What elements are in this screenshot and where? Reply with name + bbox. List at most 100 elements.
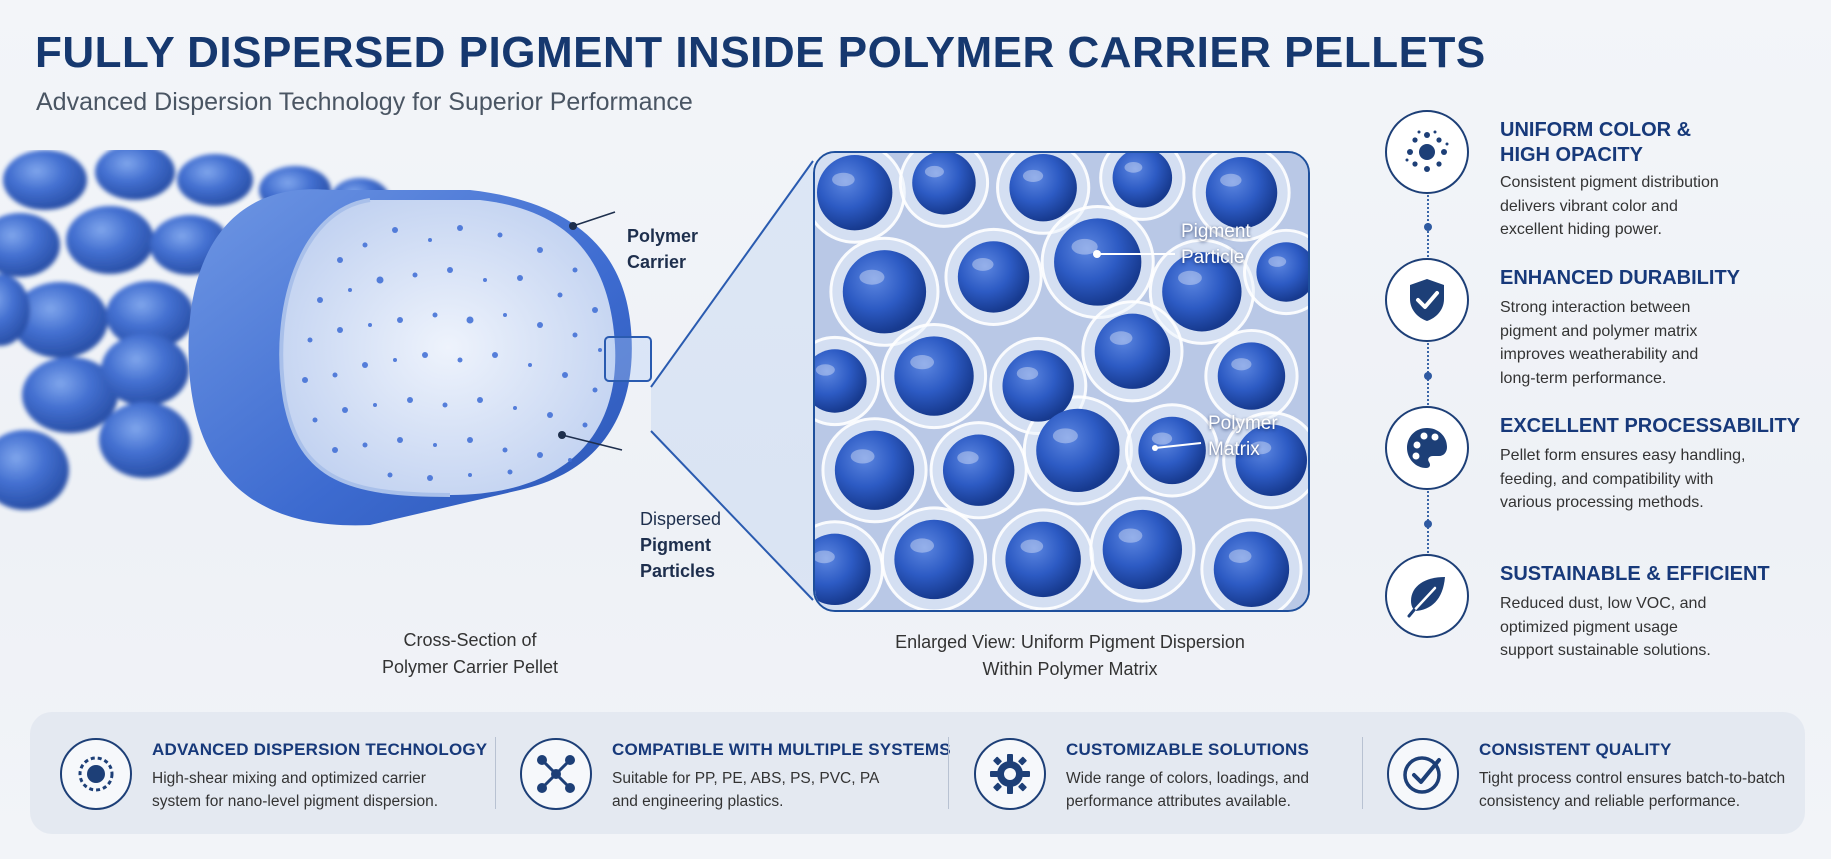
particle-highlight <box>1151 432 1173 445</box>
pigment-particle <box>1235 424 1308 496</box>
particle-highlight <box>1109 331 1133 345</box>
enlarged-texture <box>815 153 1308 610</box>
pigment-particle <box>957 241 1030 313</box>
check-circle-icon <box>1387 738 1459 810</box>
pigment-particle <box>894 519 974 600</box>
pigment-particle <box>834 430 915 510</box>
pigment-particle <box>894 336 974 416</box>
enlarged-view-panel: Pigment Particle Polymer Matrix <box>813 151 1310 612</box>
pigment-particle <box>1005 521 1081 598</box>
shield-check-icon <box>1385 258 1469 342</box>
pigment-particle <box>842 250 927 334</box>
particle-highlight <box>1016 367 1039 380</box>
particle-highlight <box>1220 173 1242 187</box>
feature-title: UNIFORM COLOR &HIGH OPACITY <box>1500 119 1692 166</box>
pigment-particle <box>1009 153 1077 222</box>
particle-highlight <box>1124 162 1143 173</box>
particles-icon <box>1385 110 1469 194</box>
background-pellets <box>0 150 390 510</box>
zoom-selector <box>604 336 652 382</box>
pigment-particle <box>1217 342 1286 410</box>
particle-highlight <box>1231 358 1252 371</box>
benefit-title: CUSTOMIZABLE SOLUTIONS <box>1066 740 1310 759</box>
connector-dot <box>1424 372 1432 380</box>
pigment-particle <box>1094 313 1171 389</box>
pellet-illustration <box>0 150 652 526</box>
particle-highlight <box>832 172 855 187</box>
connector-dot <box>1424 520 1432 528</box>
pigment-particle <box>1256 242 1308 302</box>
pigment-particle <box>1002 350 1074 422</box>
particle-highlight <box>910 538 935 553</box>
benefit-title: COMPATIBLE WITH MULTIPLE SYSTEMS <box>612 740 951 759</box>
particle-highlight <box>972 258 994 271</box>
callout-polymer-carrier: Polymer Carrier <box>627 226 699 272</box>
pigment-particle <box>1138 416 1206 485</box>
benefit-customizable: CUSTOMIZABLE SOLUTIONS Wide range of col… <box>974 712 1334 834</box>
particle-highlight <box>1118 528 1143 543</box>
feature-title: ENHANCED DURABILITY <box>1500 267 1740 289</box>
pigment-particle <box>1213 531 1290 608</box>
particle-highlight <box>924 165 944 178</box>
pigment-particle <box>912 153 976 215</box>
particle-highlight <box>1071 238 1098 255</box>
feature-title: EXCELLENT PROCESSABILITY <box>1500 415 1801 437</box>
leaf-icon <box>1385 554 1469 638</box>
pigment-particle <box>815 349 867 413</box>
pellet-caption: Cross-Section of Polymer Carrier Pellet <box>381 630 559 677</box>
pigment-particle <box>1102 509 1183 590</box>
pigment-particle <box>816 154 893 231</box>
benefit-title: ADVANCED DISPERSION TECHNOLOGY <box>152 740 488 759</box>
benefit-compatible-systems: COMPATIBLE WITH MULTIPLE SYSTEMS Suitabl… <box>520 712 960 834</box>
pigment-particle <box>1205 156 1278 229</box>
palette-icon <box>1385 406 1469 490</box>
particle-highlight <box>1228 549 1252 563</box>
particle-highlight <box>1178 270 1202 286</box>
pigment-particle <box>942 434 1015 506</box>
callout-dispersed-pigment: Dispersed Pigment Particles <box>640 509 722 581</box>
pigment-particle <box>1112 153 1173 208</box>
particle-highlight <box>815 550 835 564</box>
divider <box>948 737 949 809</box>
feature-title: SUSTAINABLE & EFFICIENT <box>1500 563 1770 585</box>
particle-highlight <box>957 451 979 465</box>
connector-dot <box>1424 223 1432 231</box>
pigment-particle <box>815 533 871 606</box>
particle-highlight <box>910 355 935 370</box>
label-polymer-matrix: Polymer Matrix <box>1208 413 1278 460</box>
gear-icon <box>974 738 1046 810</box>
label-pigment-particle: Pigment Particle <box>1181 221 1251 268</box>
pigment-particle <box>1036 408 1120 493</box>
particle-highlight <box>850 449 875 464</box>
dispersed-dots <box>302 225 602 481</box>
particle-highlight <box>859 269 885 285</box>
pigment-particle <box>1162 252 1242 332</box>
page-title: FULLY DISPERSED PIGMENT INSIDE POLYMER C… <box>35 28 1486 77</box>
enlarged-caption: Enlarged View: Uniform Pigment Dispersio… <box>895 632 1245 679</box>
divider <box>495 737 496 809</box>
dispersion-target-icon <box>60 738 132 810</box>
divider <box>1362 737 1363 809</box>
benefit-title: CONSISTENT QUALITY <box>1479 740 1672 759</box>
particle-highlight <box>1022 169 1044 182</box>
page-subtitle: Advanced Dispersion Technology for Super… <box>36 88 693 116</box>
particle-highlight <box>1249 441 1272 455</box>
benefit-description: Tight process control ensures batch-to-b… <box>1479 770 1786 810</box>
benefit-advanced-dispersion: ADVANCED DISPERSION TECHNOLOGY High-shea… <box>60 712 510 834</box>
particle-highlight <box>815 364 835 376</box>
cross-section-pellet <box>188 189 632 526</box>
benefits-bar: ADVANCED DISPERSION TECHNOLOGY High-shea… <box>30 712 1805 834</box>
particle-highlight <box>1268 256 1287 267</box>
pigment-particle <box>1054 218 1142 306</box>
benefit-consistent-quality: CONSISTENT QUALITY Tight process control… <box>1387 712 1797 834</box>
particle-highlight <box>1052 428 1078 444</box>
particle-highlight <box>1020 539 1044 554</box>
feature-description: Pellet form ensures easy handling,feedin… <box>1500 447 1746 511</box>
network-nodes-icon <box>520 738 592 810</box>
